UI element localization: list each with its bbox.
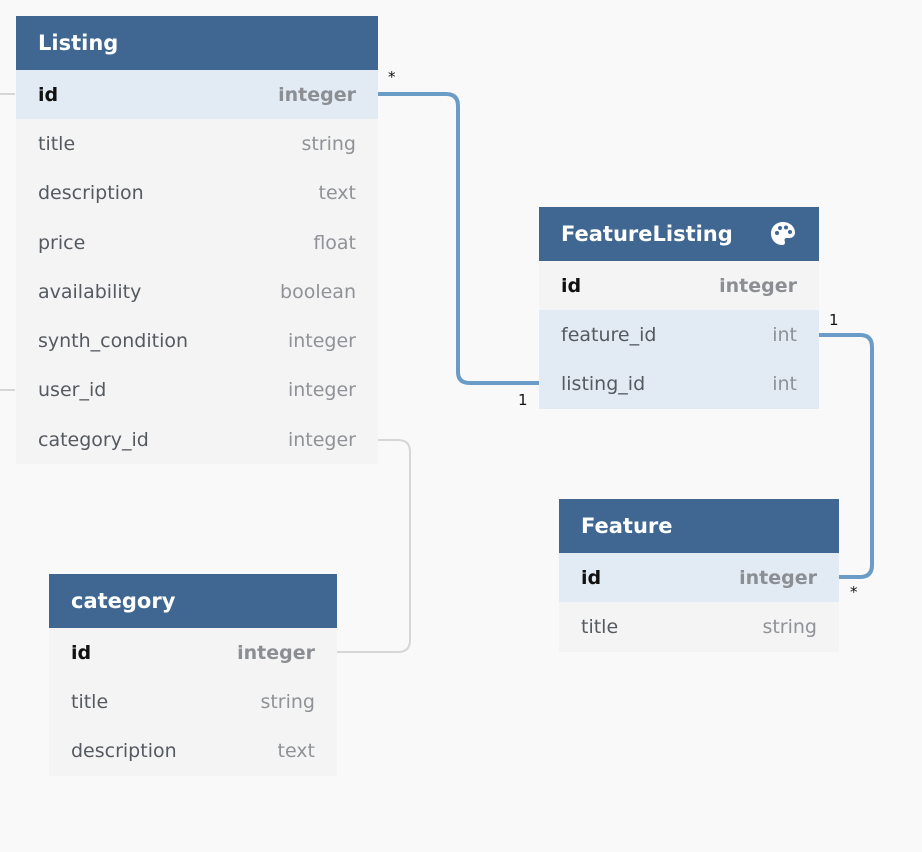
- column-name: description: [38, 182, 144, 205]
- table-row[interactable]: id integer: [49, 628, 337, 678]
- column-type: string: [301, 132, 356, 155]
- table-featurelisting-header[interactable]: FeatureListing: [539, 207, 819, 261]
- table-row[interactable]: synth_condition integer: [16, 316, 378, 366]
- column-type: text: [318, 182, 357, 205]
- table-row[interactable]: listing_id int: [539, 359, 819, 409]
- table-feature[interactable]: Feature id integer title string: [559, 499, 839, 652]
- table-row[interactable]: description text: [16, 168, 378, 218]
- column-type: text: [277, 740, 316, 763]
- column-name: synth_condition: [38, 330, 189, 353]
- column-name: listing_id: [561, 373, 646, 396]
- column-name: category_id: [38, 428, 149, 451]
- cardinality-featurelisting-one: 1: [518, 391, 528, 409]
- table-category[interactable]: category id integer title string descrip…: [49, 574, 337, 776]
- column-type: float: [313, 231, 356, 254]
- table-row[interactable]: id integer: [559, 553, 839, 603]
- connector-listing-featurelisting: [378, 92, 539, 385]
- cardinality-featurelisting-feature-one: 1: [829, 311, 839, 329]
- table-row[interactable]: availability boolean: [16, 267, 378, 317]
- table-row[interactable]: price float: [16, 217, 378, 268]
- cardinality-feature-many: *: [850, 583, 858, 601]
- column-name: id: [71, 641, 92, 664]
- table-row[interactable]: title string: [49, 677, 337, 727]
- column-name: title: [71, 690, 109, 713]
- column-name: title: [581, 615, 619, 638]
- table-category-header[interactable]: category: [49, 574, 337, 628]
- table-row[interactable]: user_id integer: [16, 365, 378, 416]
- column-name: availability: [38, 280, 142, 303]
- column-type: integer: [739, 566, 817, 589]
- table-title: FeatureListing: [561, 222, 733, 246]
- column-type: integer: [287, 330, 356, 353]
- table-row[interactable]: title string: [16, 119, 378, 169]
- column-name: price: [38, 231, 86, 254]
- table-feature-header[interactable]: Feature: [559, 499, 839, 553]
- table-listing[interactable]: Listing id integer title string descript…: [16, 16, 378, 465]
- column-type: string: [762, 615, 817, 638]
- column-name: description: [71, 740, 177, 763]
- table-title: category: [71, 589, 176, 613]
- column-name: title: [38, 132, 76, 155]
- column-type: int: [772, 323, 797, 346]
- table-row[interactable]: id integer: [16, 70, 378, 120]
- column-type: integer: [237, 641, 315, 664]
- column-name: feature_id: [561, 323, 657, 346]
- column-type: integer: [287, 428, 356, 451]
- table-row[interactable]: feature_id int: [539, 310, 819, 360]
- table-title: Listing: [38, 31, 119, 55]
- table-title: Feature: [581, 514, 673, 538]
- column-name: id: [581, 566, 602, 589]
- table-listing-header[interactable]: Listing: [16, 16, 378, 70]
- column-type: int: [772, 373, 797, 396]
- table-featurelisting[interactable]: FeatureListing id integer feature_id int…: [539, 207, 819, 409]
- column-type: string: [260, 690, 315, 713]
- column-type: boolean: [280, 280, 356, 303]
- column-name: id: [561, 274, 582, 297]
- column-type: integer: [287, 379, 356, 402]
- column-type: integer: [719, 274, 797, 297]
- cardinality-listing-many: *: [388, 68, 396, 86]
- table-row[interactable]: title string: [559, 602, 839, 652]
- column-name: user_id: [38, 379, 107, 402]
- connector-listing-category: [337, 439, 411, 653]
- column-name: id: [38, 83, 59, 106]
- table-row[interactable]: category_id integer: [16, 415, 378, 465]
- column-type: integer: [278, 83, 356, 106]
- palette-icon[interactable]: [769, 220, 797, 248]
- table-row[interactable]: description text: [49, 726, 337, 776]
- table-row[interactable]: id integer: [539, 261, 819, 311]
